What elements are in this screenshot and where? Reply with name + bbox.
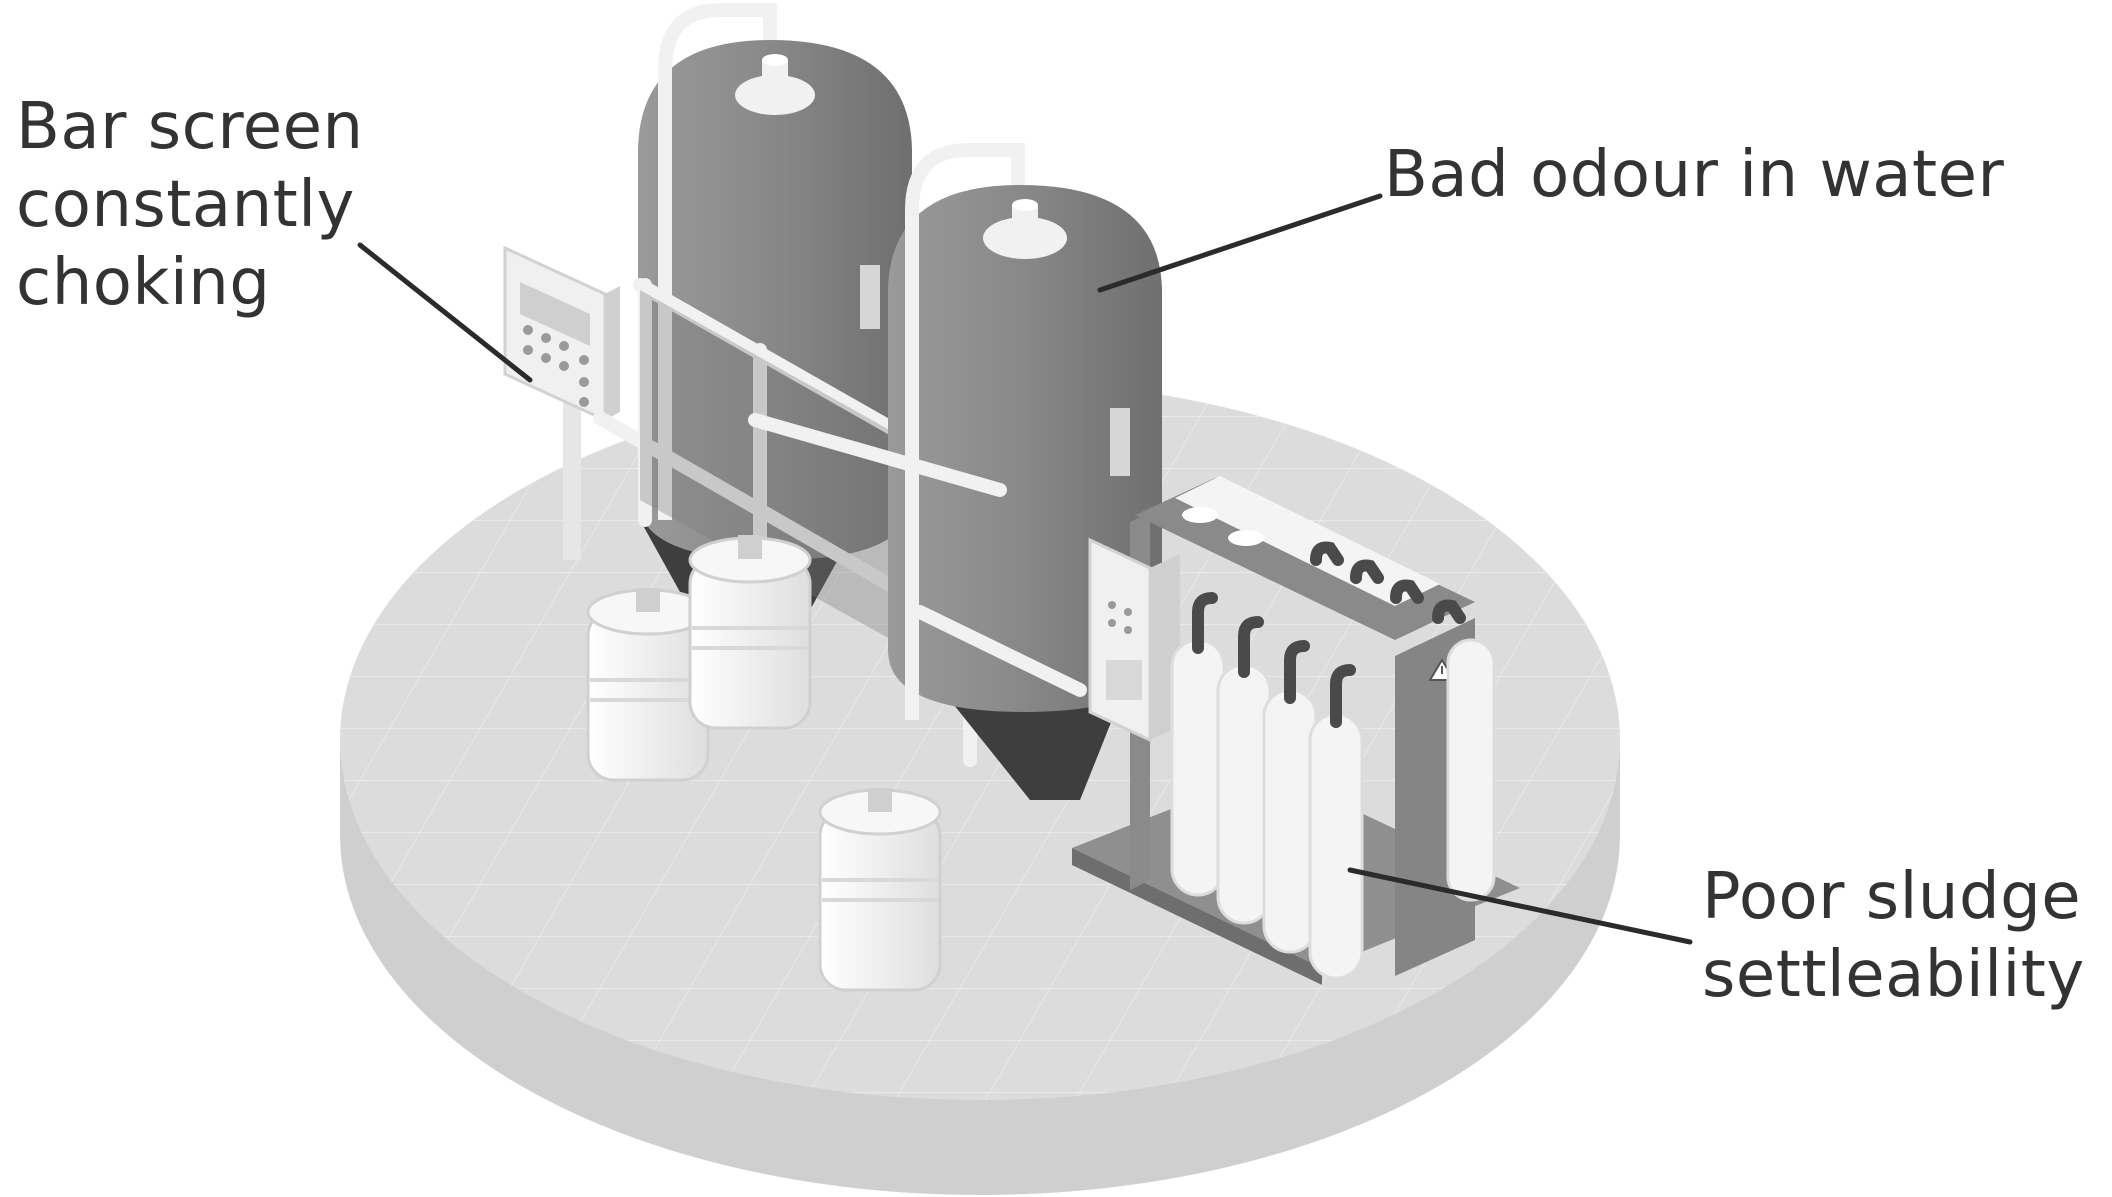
railing-front: [748, 413, 1087, 697]
callout-bar-screen: Bar screen constantly choking: [16, 88, 364, 322]
leader-lines: [357, 193, 1693, 945]
leader-line-bad-odour: [1097, 193, 1383, 293]
water-jug-icon: [688, 535, 812, 730]
callout-bad-odour: Bad odour in water: [1384, 136, 2004, 214]
callout-poor-sludge: Poor sludge settleability: [1702, 858, 2085, 1014]
leader-line-bar-screen: [357, 242, 533, 383]
callout-line: Bad odour in water: [1384, 138, 2005, 212]
callout-line: Bar screen: [16, 90, 364, 164]
water-jug-icon: [586, 588, 710, 782]
water-jug-icon: [818, 788, 942, 992]
callout-line: choking: [16, 246, 271, 320]
callout-line: settleability: [1702, 938, 2085, 1012]
leader-line-poor-sludge: [1347, 867, 1693, 945]
callout-line: constantly: [16, 168, 355, 242]
callout-line: Poor sludge: [1702, 860, 2082, 934]
filter-unit: [1072, 476, 1520, 985]
